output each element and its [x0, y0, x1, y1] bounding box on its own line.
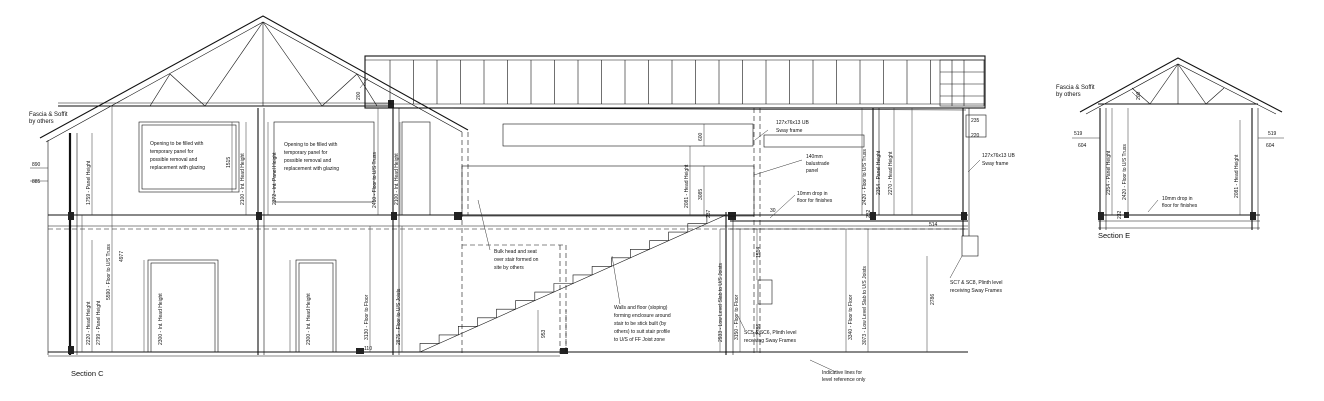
- dim-text: 953: [541, 329, 547, 338]
- bulkhead-note: Bulk head and seat over stair formed on …: [494, 249, 540, 271]
- dim-text: 604: [1266, 143, 1275, 149]
- sc56-note: SC5 & SC6, Plinth level receiving Sway F…: [744, 330, 798, 344]
- leader-lines: [359, 77, 981, 373]
- section-c-roof-truss: [39, 15, 469, 143]
- walls-note: Walls and floor (sloping) forming enclos…: [614, 305, 672, 343]
- dim-text: 2786: [756, 324, 762, 335]
- dim-text: 2799 - Panel Height: [96, 300, 102, 345]
- dim-text: 30: [770, 208, 776, 214]
- drop-note-1: 10mm drop in floor for finishes: [797, 191, 833, 204]
- dim-text: 2875 - Floor to U/S Joists: [396, 288, 402, 345]
- section-c-flat-roof: [364, 55, 986, 111]
- dim-text: 2300 - Int. Head Height: [306, 293, 312, 345]
- dim-text: 4977: [119, 251, 125, 262]
- dim-text: 232: [1117, 210, 1123, 219]
- roof-ribs: [389, 60, 931, 104]
- dim-text: 3085: [698, 189, 704, 200]
- fascia-note-left: Fascia & Soffit by others: [29, 112, 69, 125]
- ub-note-2: 127x76x13 UB Sway frame: [982, 153, 1016, 167]
- dim-text: 2081 - Head Height: [684, 164, 690, 208]
- dim-text: 5590 - Floor to U/S Truss: [106, 244, 112, 300]
- dim-text: 885: [32, 179, 41, 185]
- section-c-label: Section C: [71, 369, 104, 378]
- opening-note-1: Opening to be filled with temporary pane…: [150, 141, 205, 171]
- section-e-label: Section E: [1098, 231, 1130, 240]
- dim-text: 2100 - Int. Head Height: [394, 153, 400, 205]
- dim-text: 600: [698, 132, 704, 141]
- dim-text: 235: [971, 118, 980, 124]
- dim-text: 2354 - Panel Height: [1106, 150, 1112, 195]
- dim-text: 519: [1268, 131, 1277, 137]
- stair: [419, 214, 727, 353]
- opening-note-2: Opening to be filled with temporary pane…: [284, 142, 339, 172]
- dim-text: 1515: [226, 157, 232, 168]
- dim-text: 519: [1074, 131, 1083, 137]
- dim-text: 2100 - Int. Head Height: [240, 153, 246, 205]
- dim-text: 2300 - Int. Head Height: [158, 293, 164, 345]
- dim-text: 3150 - Floor to Floor: [734, 294, 740, 340]
- dim-text: 3340 - Floor to Floor: [848, 294, 854, 340]
- section-e: Fascia & Soffit by others Section E 10mm…: [1056, 57, 1284, 240]
- dim-text: 2220 - Head Height: [86, 301, 92, 345]
- section-c-text: Fascia & Soffit by others Section C Open…: [29, 91, 1016, 383]
- dim-text: 237: [706, 209, 712, 218]
- dim-text: 890: [32, 162, 41, 168]
- dim-text: 1514: [756, 247, 762, 258]
- fascia-note-right: Fascia & Soffit by others: [1056, 85, 1096, 98]
- dim-text: 220: [971, 133, 980, 139]
- balustrade-note: 140mm balustrade panel: [806, 154, 831, 174]
- dim-text: 2410 - Floor to U/S Truss: [372, 152, 378, 208]
- dimension-lines: [30, 106, 928, 352]
- dim-text: 2933 - Low Level Slab to U/S Joists: [718, 263, 724, 342]
- dim-text: 2372 - Int. Panel Height: [272, 152, 278, 205]
- dim-text: 200: [356, 91, 362, 100]
- indicative-note: Indicative lines for level reference onl…: [822, 370, 866, 383]
- dim-text: 2786: [930, 294, 936, 305]
- dim-text: 3073 - Low Level Slab to U/S Joists: [862, 266, 868, 345]
- dim-text: 1759 - Panel Height: [86, 160, 92, 205]
- dim-text: 2420 - Floor to U/S Truss: [1122, 144, 1128, 200]
- section-c-structure: [47, 108, 987, 357]
- dim-text: 200: [1136, 91, 1142, 100]
- dim-text: 2270 - Head Height: [888, 151, 894, 195]
- dim-text: 110: [364, 346, 372, 352]
- dim-text: 3130 - Floor to Floor: [364, 294, 370, 340]
- sc78-note: SC7 & SC8, Plinth level receiving Sway F…: [950, 280, 1004, 294]
- dim-text: 232: [866, 209, 872, 218]
- ub-note-1: 127x76x13 UB Sway frame: [776, 120, 810, 134]
- dim-text: 2081 - Head Height: [1234, 154, 1240, 198]
- dim-text: 2354 - Panel Height: [876, 150, 882, 195]
- dim-text: 2420 - Floor to U/S Truss: [862, 149, 868, 205]
- drop-note-2: 10mm drop in floor for finishes: [1162, 196, 1198, 209]
- dim-text: 514: [929, 222, 938, 228]
- dim-text: 604: [1078, 143, 1087, 149]
